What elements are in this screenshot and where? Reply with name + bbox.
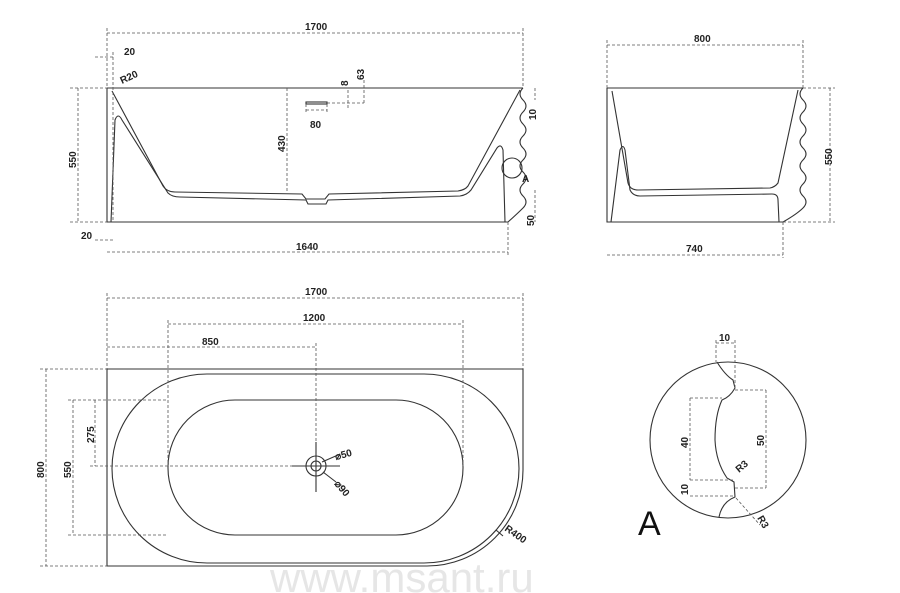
dim-front-1700: 1700 bbox=[305, 22, 328, 33]
front-basin-outer bbox=[111, 89, 521, 200]
dim-front-1640: 1640 bbox=[296, 242, 319, 253]
detail-a-marker-circle bbox=[501, 157, 523, 179]
front-dimension-lines bbox=[70, 28, 536, 255]
side-wavy-edge bbox=[782, 87, 807, 223]
dim-plan-850: 850 bbox=[202, 337, 219, 348]
detail-a-circle bbox=[649, 361, 807, 519]
detail-a-view: 10 40 50 R3 10 R3 A bbox=[638, 333, 807, 543]
dim-drain-90: ⌀90 bbox=[332, 479, 352, 500]
dim-detail-50: 50 bbox=[756, 434, 767, 446]
dim-side-550: 550 bbox=[824, 148, 835, 165]
front-view: 1700 20 R20 550 430 80 8 63 10 A 50 20 1… bbox=[68, 22, 539, 255]
dim-plan-550: 550 bbox=[63, 461, 74, 478]
drain-leader-lines bbox=[321, 454, 504, 537]
dim-front-80: 80 bbox=[310, 120, 322, 131]
detail-a-dimension-lines bbox=[689, 340, 767, 526]
dim-detail-40: 40 bbox=[680, 436, 691, 448]
side-dimension-lines bbox=[606, 40, 835, 258]
side-view: 800 550 740 bbox=[606, 34, 835, 258]
dim-front-550: 550 bbox=[68, 151, 79, 168]
dim-front-63: 63 bbox=[356, 68, 367, 80]
dim-front-430: 430 bbox=[277, 135, 288, 152]
dim-drain-50: ⌀50 bbox=[334, 448, 354, 463]
dim-plan-1700: 1700 bbox=[305, 287, 328, 298]
dim-detail-10-bottom: 10 bbox=[680, 483, 691, 495]
side-basin-outer bbox=[611, 89, 799, 191]
dim-detail-r3-inner: R3 bbox=[734, 458, 751, 475]
dim-plan-800: 800 bbox=[36, 461, 47, 478]
dim-front-r20: R20 bbox=[119, 69, 141, 87]
dim-plan-r400: R400 bbox=[502, 523, 528, 546]
detail-a-profile bbox=[714, 361, 736, 518]
side-outline bbox=[606, 87, 803, 223]
dim-detail-10-top: 10 bbox=[719, 333, 731, 344]
front-basin-inner bbox=[110, 115, 506, 223]
watermark: www.msant.ru bbox=[269, 554, 534, 593]
dim-side-740: 740 bbox=[686, 244, 703, 255]
detail-a-marker-label: A bbox=[522, 174, 529, 185]
drain-crosshair bbox=[292, 442, 340, 492]
dim-front-20-bottom: 20 bbox=[81, 231, 93, 242]
dim-front-10: 10 bbox=[528, 108, 539, 120]
plan-view: 1700 1200 850 800 550 275 ⌀50 ⌀90 R400 bbox=[36, 287, 529, 567]
dim-front-50: 50 bbox=[526, 214, 537, 226]
plan-dimension-lines bbox=[40, 293, 524, 567]
front-outline bbox=[106, 87, 523, 223]
detail-a-label: A bbox=[638, 505, 661, 543]
plan-outline bbox=[106, 368, 524, 567]
front-wavy-edge bbox=[507, 87, 527, 223]
dim-side-800: 800 bbox=[694, 34, 711, 45]
plan-basin-oval bbox=[167, 399, 464, 536]
dim-front-20-top: 20 bbox=[124, 47, 136, 58]
plan-rim-oval bbox=[111, 373, 520, 564]
overflow-slot bbox=[305, 101, 328, 105]
dim-detail-r3-outer: R3 bbox=[754, 514, 770, 531]
side-basin-inner bbox=[610, 145, 780, 223]
dim-plan-275: 275 bbox=[86, 426, 97, 443]
dim-plan-1200: 1200 bbox=[303, 313, 326, 324]
dim-front-8: 8 bbox=[340, 80, 351, 86]
